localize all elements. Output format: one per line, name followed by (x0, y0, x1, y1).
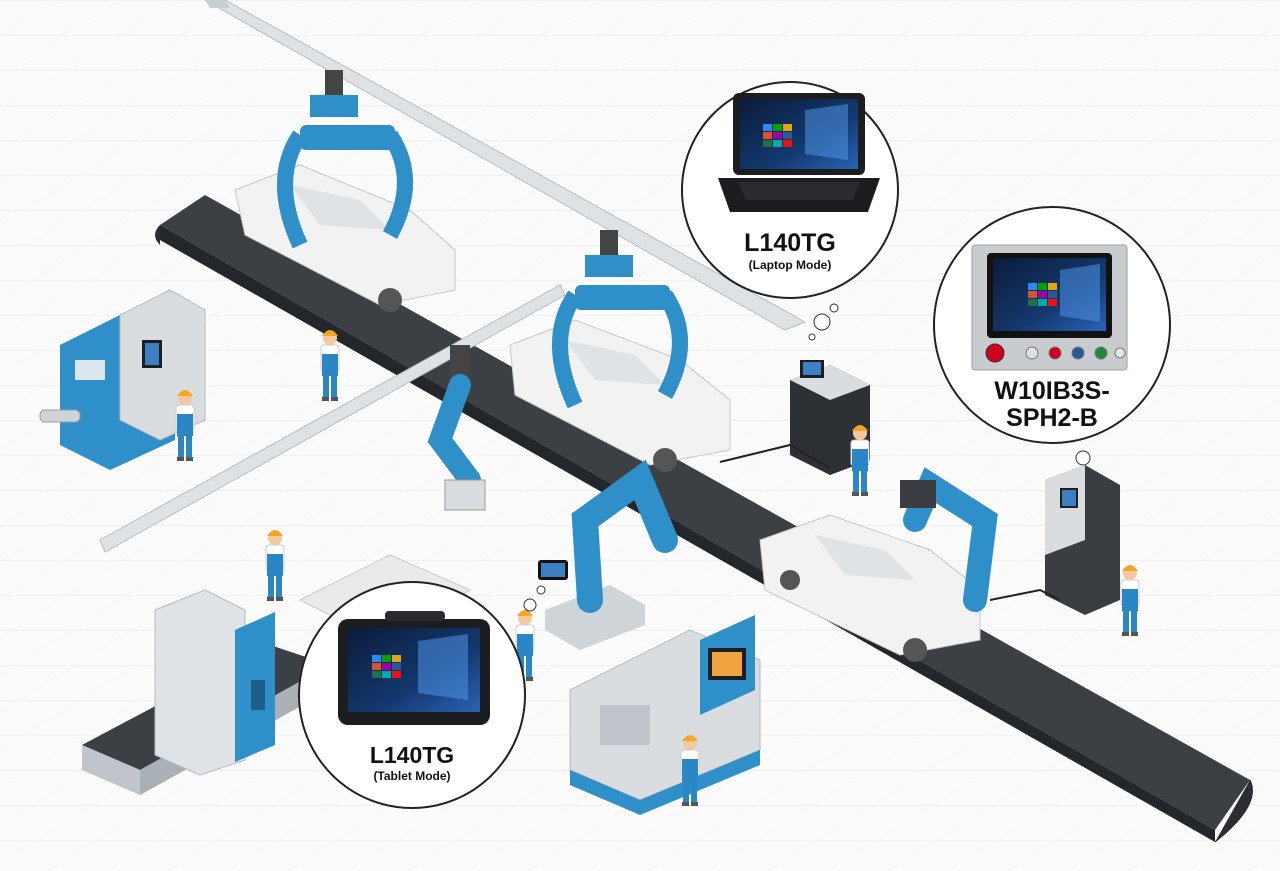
tablet-model-title: L140TG (370, 742, 454, 768)
emergency-stop-button-icon (985, 343, 1005, 363)
gantry-clamp-2 (552, 230, 688, 409)
cable (719, 443, 831, 469)
panel-callout: W10IB3S- SPH2-B (933, 206, 1171, 444)
tablet-mode-label: (Tablet Mode) (373, 769, 450, 783)
car-body-3 (759, 514, 981, 662)
overhead-rail (203, 0, 807, 331)
panel-model-title-line1: W10IB3S- (994, 377, 1109, 405)
control-cabinet-right (1045, 450, 1120, 615)
gantry-clamp-1 (277, 70, 413, 249)
laptop-console (790, 303, 870, 475)
right-cnc-machine (569, 615, 761, 815)
inspection-station (154, 589, 275, 776)
laptop-mode-label: (Laptop Mode) (749, 258, 832, 272)
laptop-model-title: L140TG (744, 229, 836, 257)
main-conveyor (155, 195, 1253, 843)
panel-model-title-line2: SPH2-B (1006, 404, 1098, 432)
laptop-icon (718, 93, 880, 212)
panel-pc-icon (971, 244, 1128, 371)
left-cnc-machine (39, 289, 206, 470)
robot-arm-hanging (427, 345, 486, 511)
laptop-callout: L140TG (Laptop Mode) (681, 81, 899, 299)
robot-arm-floor (545, 459, 678, 650)
robot-arm-right (900, 467, 998, 612)
tablet-icon (338, 611, 490, 725)
tablet-callout: L140TG (Tablet Mode) (298, 581, 526, 809)
side-rail (99, 284, 566, 553)
cable (989, 588, 1061, 601)
